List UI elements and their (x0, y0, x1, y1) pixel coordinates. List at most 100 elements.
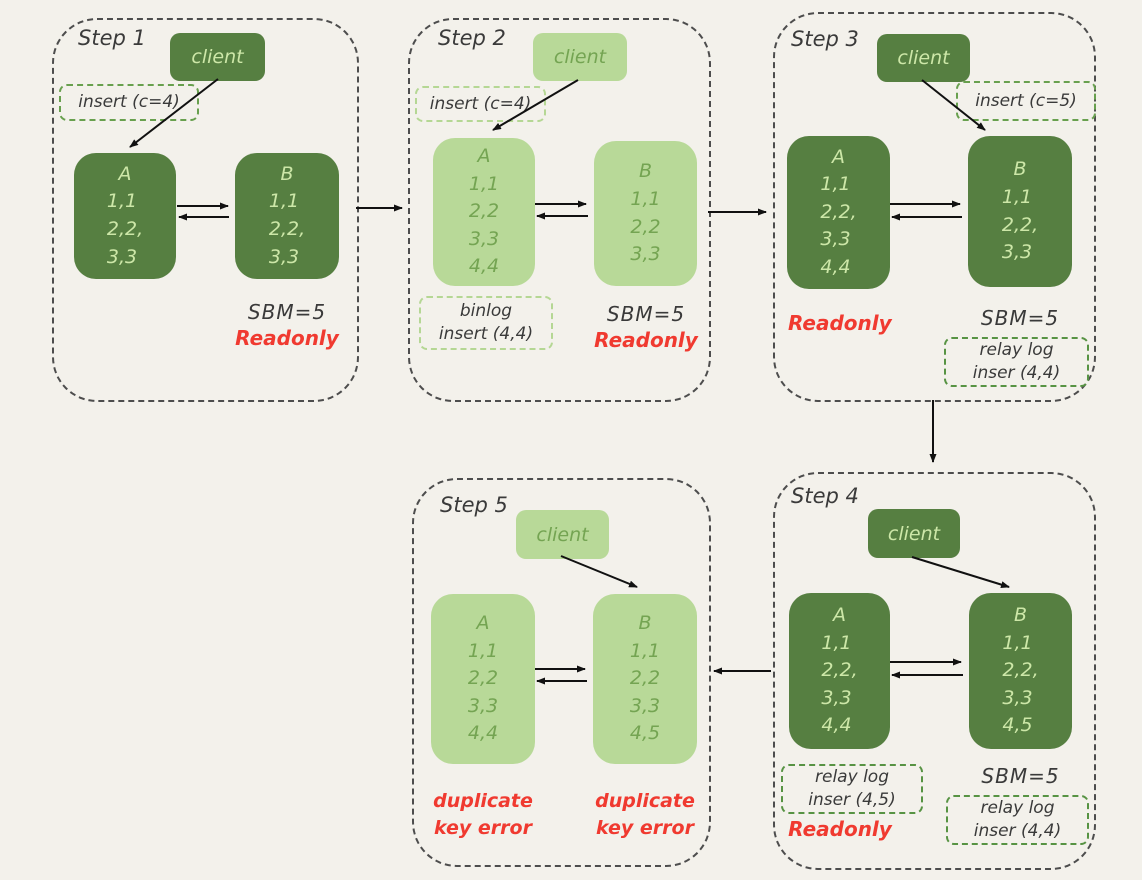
list-row: key error (434, 816, 532, 839)
list-row: 1,1 (820, 173, 851, 196)
step1-sbm-label: SBM=5 (247, 300, 327, 324)
step3-node-a: A 1,1 2,2, 3,3 4,4 (787, 136, 890, 289)
list-row: 3,3 (268, 245, 300, 268)
list-row: 1,1 (268, 190, 300, 213)
node-name: B (1013, 604, 1028, 627)
list-row: 3,3 (1001, 241, 1033, 264)
list-row: 3,3 (821, 686, 852, 709)
step4-node-a: A 1,1 2,2, 3,3 4,4 (789, 593, 890, 749)
list-row: 2,2 (467, 667, 499, 690)
step2-sbm-label: SBM=5 (606, 302, 686, 326)
node-rows: 1,1 2,2, 3,3 (269, 188, 305, 271)
list-row: 1,1 (629, 639, 661, 662)
list-row: 3,3 (629, 694, 661, 717)
step1-node-a: A 1,1 2,2, 3,3 (74, 153, 176, 279)
list-row: 4,5 (1002, 714, 1033, 737)
node-rows: 1,1 2,2, 3,3 4,4 (820, 171, 856, 281)
step3-label: Step 3 (791, 27, 859, 51)
step5-error-a-label: duplicate key error (427, 788, 539, 841)
node-rows: 1,1 2,2, 3,3 (107, 188, 143, 271)
list-row: insert (4,4) (438, 324, 534, 344)
step1-insert-note: insert (c=4) (59, 84, 199, 121)
node-name: A (118, 162, 132, 185)
list-row: 3,3 (630, 243, 661, 266)
list-row: 1,1 (821, 631, 852, 654)
step1-client-box: client (170, 33, 265, 81)
list-row: inser (4,5) (808, 790, 896, 810)
step4-client-box: client (868, 509, 960, 558)
step5-client-box: client (516, 510, 609, 559)
list-row: 1,1 (630, 187, 661, 210)
list-row: 2,2, (1001, 213, 1039, 236)
list-row: 3,3 (106, 245, 138, 268)
list-row: relay log (980, 798, 1055, 819)
step3-client-box: client (877, 34, 970, 82)
list-row: 1,1 (106, 190, 138, 213)
list-row: 3,3 (820, 228, 851, 251)
list-row: 2,2 (630, 215, 661, 238)
step4-node-b: B 1,1 2,2, 3,3 4,5 (969, 593, 1072, 749)
step2-node-b: B 1,1 2,2 3,3 (594, 141, 697, 286)
list-row: duplicate (433, 790, 533, 812)
node-rows: 1,1 2,2 3,3 4,5 (630, 638, 660, 748)
list-row: 2,2, (820, 200, 857, 223)
step3-sbm-label: SBM=5 (980, 306, 1060, 330)
node-name: A (833, 604, 846, 627)
list-row: 1,1 (1002, 631, 1033, 654)
step2-readonly-label: Readonly (594, 328, 698, 352)
list-row: 4,4 (820, 255, 851, 278)
list-row: 4,4 (468, 255, 500, 278)
list-row: binlog (459, 301, 513, 322)
node-rows: 1,1 2,2 3,3 4,4 (468, 638, 498, 748)
list-row: 2,2, (1002, 659, 1039, 682)
step3-readonly-label: Readonly (788, 311, 892, 335)
list-row: 3,3 (467, 694, 499, 717)
list-row: 2,2 (468, 200, 500, 223)
node-name: B (638, 612, 652, 635)
list-row: 4,4 (821, 714, 852, 737)
step1-readonly-label: Readonly (235, 326, 339, 350)
step1-node-b: B 1,1 2,2, 3,3 (235, 153, 339, 279)
step4-readonly-label: Readonly (788, 817, 892, 841)
list-row: 4,5 (629, 722, 661, 745)
list-row: 2,2 (629, 667, 661, 690)
step2-label: Step 2 (438, 26, 506, 50)
step5-node-b: B 1,1 2,2 3,3 4,5 (593, 594, 697, 764)
step1-label: Step 1 (78, 26, 146, 50)
list-row: relay log (979, 340, 1054, 361)
step3-container: Step 3 client insert (c=5) A 1,1 2,2, 3,3 4… (773, 12, 1096, 402)
node-name: B (638, 160, 653, 183)
node-name: B (280, 162, 294, 185)
step2-client-box: client (533, 33, 627, 81)
list-row: 3,3 (1002, 686, 1033, 709)
step4-label: Step 4 (791, 484, 859, 508)
step2-insert-note: insert (c=4) (415, 86, 546, 122)
node-rows: 1,1 2,2, 3,3 4,4 (821, 630, 857, 740)
step4-container: Step 4 client A 1,1 2,2, 3,3 4,4 B 1,1 2,2, 3… (773, 472, 1096, 870)
list-row: 4,4 (467, 722, 499, 745)
list-row: 2,2, (821, 659, 858, 682)
list-row: 2,2, (268, 218, 306, 240)
step4-sbm-label: SBM=5 (981, 764, 1060, 788)
list-row: relay log (815, 767, 889, 788)
list-row: 1,1 (467, 639, 499, 662)
step5-label: Step 5 (440, 493, 508, 517)
list-row: 2,2, (106, 218, 144, 240)
list-row: duplicate (595, 790, 695, 812)
node-name: A (832, 145, 845, 168)
list-row: key error (596, 816, 694, 839)
step3-insert-note: insert (c=5) (956, 81, 1096, 121)
list-row: inser (4,4) (973, 821, 1062, 841)
node-name: A (477, 145, 491, 168)
